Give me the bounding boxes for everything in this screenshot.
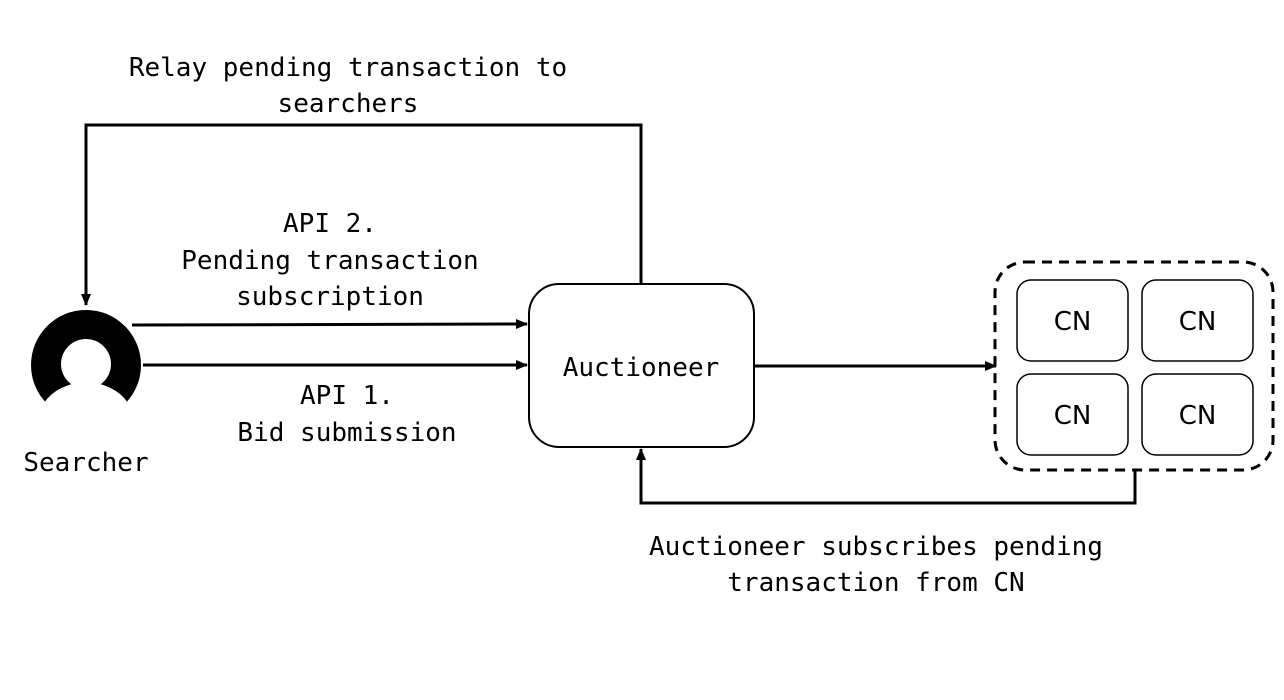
api2-label-line3: subscription: [236, 282, 424, 312]
cn-node-3-label: CN: [1054, 401, 1092, 431]
auctioneer-label: Auctioneer: [563, 353, 720, 383]
searcher-label: Searcher: [23, 448, 148, 478]
subscribe-arrow: [636, 448, 1137, 505]
relay-arrow: [81, 123, 643, 306]
cn-node-2: [1141, 279, 1254, 362]
cn-node-1: [1016, 279, 1129, 362]
api1-label-line2: Bid submission: [237, 418, 456, 448]
cn-node-4: [1141, 373, 1254, 456]
subscribe-label-line1: Auctioneer subscribes pending: [649, 532, 1103, 562]
api2-arrow: [131, 319, 528, 330]
api2-label-line1: API 2.: [283, 209, 377, 239]
cn-node-2-label: CN: [1179, 307, 1217, 337]
user-avatar-icon: [31, 310, 141, 425]
subscribe-label-line2: transaction from CN: [727, 568, 1024, 598]
cn-node-4-label: CN: [1179, 401, 1217, 431]
relay-label-line1: Relay pending transaction to: [129, 53, 567, 83]
auctioneer-box: [528, 283, 755, 448]
cn-node-1-label: CN: [1054, 307, 1092, 337]
cn-node-3: [1016, 373, 1129, 456]
api2-label-line2: Pending transaction: [181, 246, 478, 276]
api1-label-line1: API 1.: [300, 381, 394, 411]
relay-label-line2: searchers: [278, 89, 419, 119]
